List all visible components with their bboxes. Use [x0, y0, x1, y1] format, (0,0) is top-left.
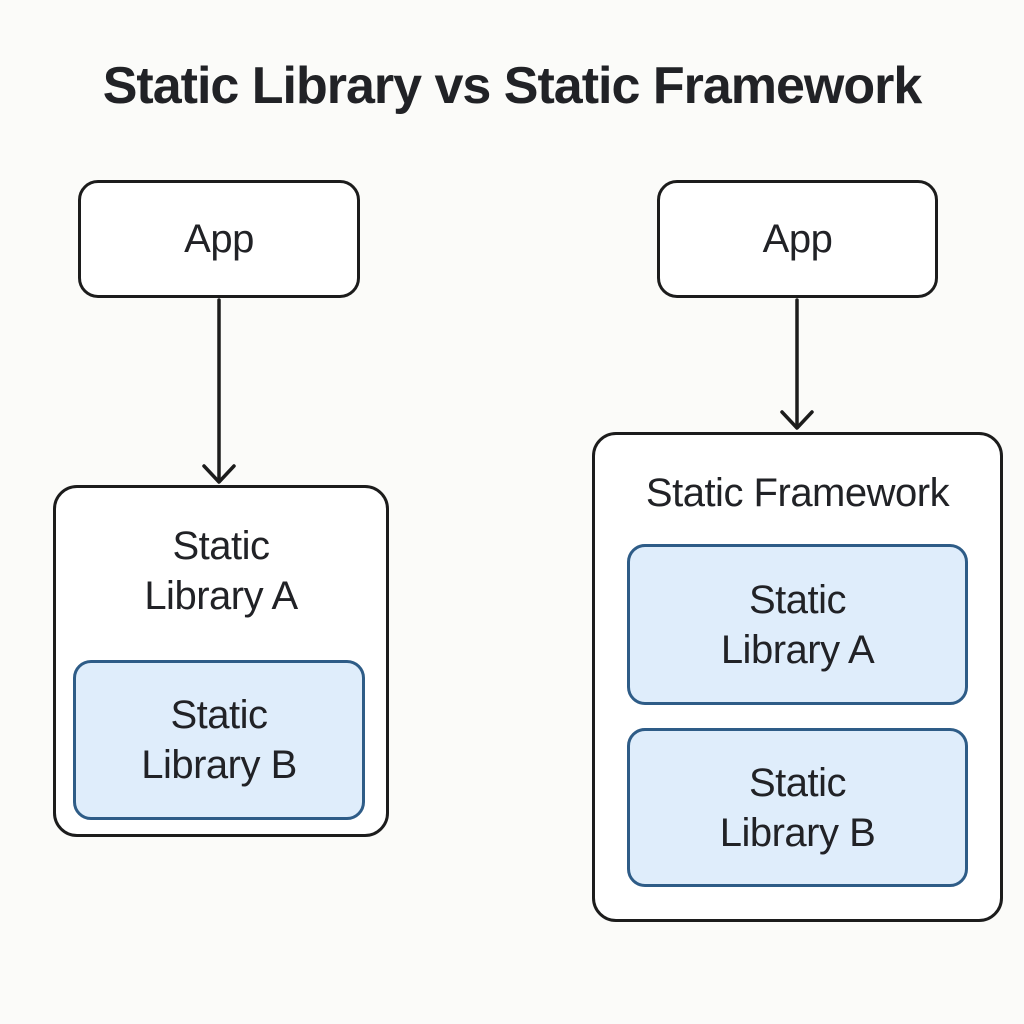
right-static-library-a-label: Static Library A [720, 577, 875, 672]
left-static-library-b-label: Static Library B [141, 693, 297, 787]
left-app-label: App [184, 217, 254, 261]
left-static-library-b-box: Static Library B [73, 660, 365, 820]
page-title: Static Library vs Static Framework [102, 57, 923, 115]
right-app-label: App [762, 217, 833, 261]
right-static-framework-box: Static Framework Static Library A Static… [592, 432, 1003, 922]
left-static-library-a-box: Static Library A Static Library B [53, 485, 389, 837]
right-down-arrow [780, 298, 814, 430]
right-static-library-b-label: Static Library B [719, 760, 876, 855]
right-app-box: App [657, 180, 938, 298]
right-static-framework-label: Static Framework [645, 471, 950, 515]
left-down-arrow [202, 298, 236, 484]
right-static-library-b-box: Static Library B [627, 728, 968, 887]
left-app-box: App [78, 180, 360, 298]
left-static-library-a-label: Static Library A [144, 524, 298, 618]
right-static-library-a-box: Static Library A [627, 544, 968, 705]
